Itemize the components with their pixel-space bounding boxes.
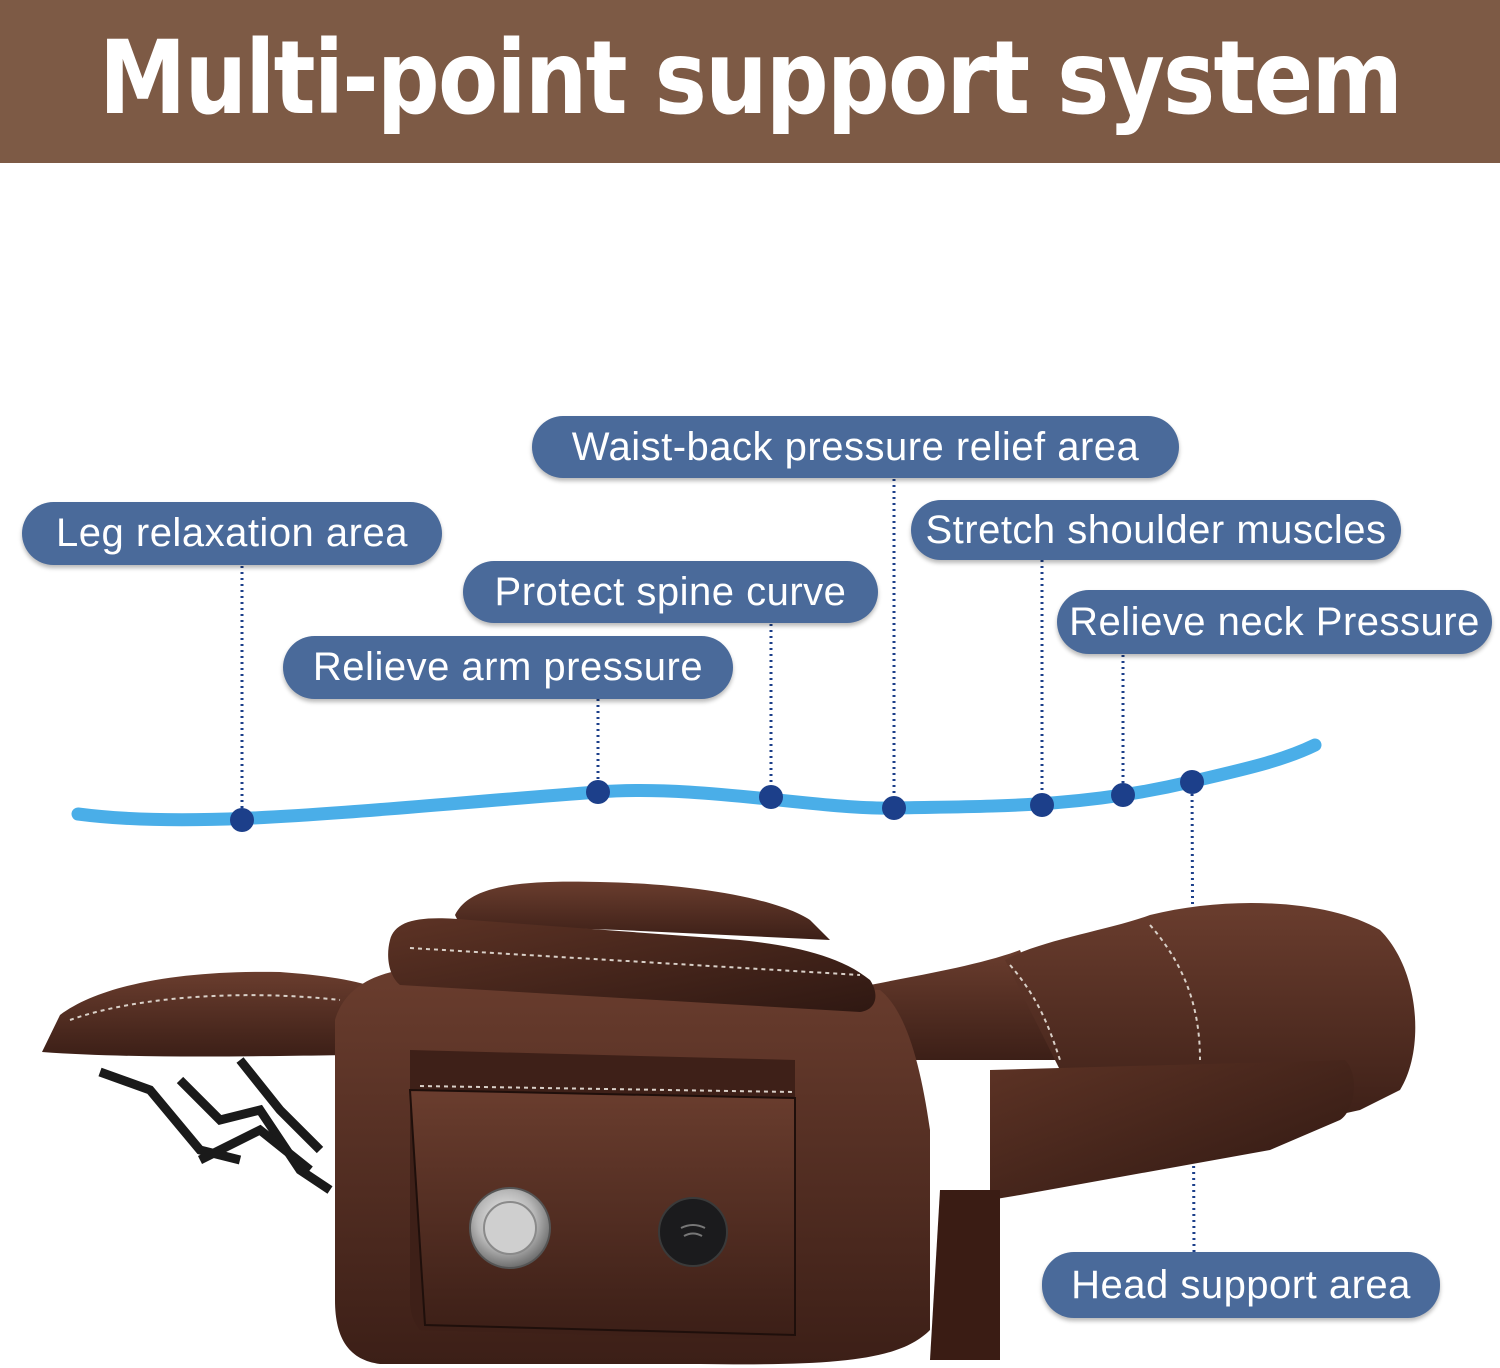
- seat-cushion: [870, 950, 1060, 1060]
- callout-leg-relaxation: Leg relaxation area: [22, 502, 442, 565]
- back-cushion: [455, 881, 830, 940]
- recliner-chair: [42, 881, 1416, 1365]
- back-frame: [990, 1060, 1355, 1200]
- pocket-flap: [408, 1088, 796, 1337]
- footrest: [42, 971, 380, 1057]
- callout-protect-spine: Protect spine curve: [463, 561, 878, 623]
- point-arm: [586, 780, 610, 804]
- wireless-charger: [658, 1197, 728, 1267]
- support-curve: [71, 738, 1322, 827]
- title-banner: Multi-point support system: [0, 0, 1500, 163]
- footrest-mechanism: [98, 1057, 333, 1194]
- point-shoulder: [1030, 793, 1054, 817]
- page-title: Multi-point support system: [98, 18, 1403, 138]
- support-points: [230, 770, 1204, 832]
- callout-head-support: Head support area: [1042, 1252, 1440, 1318]
- point-head: [1180, 770, 1204, 794]
- point-waist: [882, 796, 906, 820]
- callout-relieve-neck: Relieve neck Pressure: [1057, 590, 1492, 654]
- point-neck: [1111, 783, 1135, 807]
- callout-relieve-arm: Relieve arm pressure: [283, 636, 733, 699]
- point-spine: [759, 785, 783, 809]
- point-leg: [230, 808, 254, 832]
- callout-stretch-shoulder: Stretch shoulder muscles: [911, 500, 1401, 560]
- armrest: [388, 918, 876, 1012]
- callout-waist-back: Waist-back pressure relief area: [532, 416, 1179, 478]
